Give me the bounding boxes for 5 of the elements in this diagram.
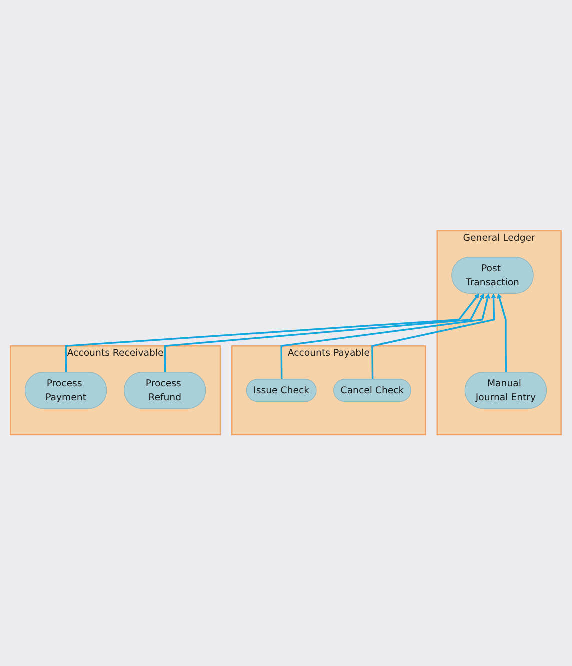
arrow [280,294,490,380]
arrow [497,294,508,373]
arrow [164,294,484,373]
arrow [65,294,480,373]
arrow [372,294,496,380]
